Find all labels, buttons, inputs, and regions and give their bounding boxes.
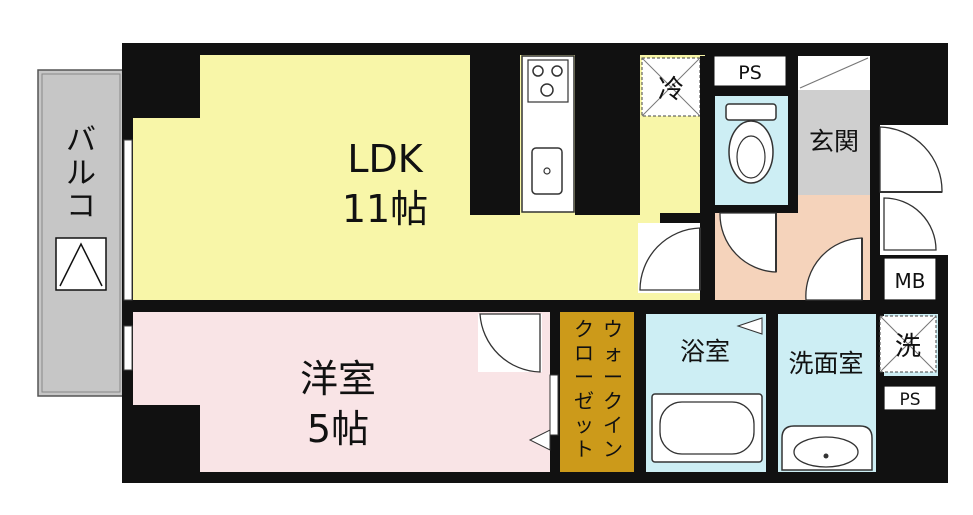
fridge-label: 冷 <box>658 75 684 105</box>
washing-machine-icon <box>879 315 937 373</box>
balcony-area <box>37 69 125 397</box>
wall-bath-wash <box>766 312 778 472</box>
closet-col2-char2: ロ <box>574 341 594 365</box>
closet-col1-char4: ク <box>603 389 623 413</box>
balcony-char-3: コ <box>66 189 96 224</box>
wall-bath-top <box>634 300 880 314</box>
kitchen-counter <box>521 55 575 213</box>
closet-col2-char5: ッ <box>574 413 594 437</box>
window-western <box>123 325 133 371</box>
evacuation-hatch-icon <box>55 237 107 291</box>
door-washroom <box>805 237 863 301</box>
wall-ldk-hall <box>700 56 712 312</box>
closet-col2-char4: ゼ <box>574 389 594 413</box>
closet-col2-char3: ー <box>574 365 594 389</box>
western-room-floor <box>133 312 550 472</box>
wash-basin-icon <box>781 425 873 471</box>
wall-toilet-bottom <box>712 205 798 213</box>
closet-col2-char1: ク <box>574 317 594 341</box>
balcony-inner <box>41 73 121 393</box>
wall-wash-right <box>876 312 884 472</box>
mb-label: MB <box>895 269 926 293</box>
ldk-size: 11帖 <box>342 187 428 231</box>
balcony-char-2: ル <box>66 156 96 191</box>
kitchen-sink-icon <box>531 147 563 195</box>
door-ldk-hall <box>638 223 701 293</box>
western-size: 5帖 <box>307 407 369 451</box>
window-ldk <box>123 139 133 301</box>
closet-col1-char1: ウ <box>603 317 623 341</box>
closet-col1-char6: ン <box>603 437 623 461</box>
entrance-floor <box>798 90 870 195</box>
entrance-name: 玄関 <box>809 127 859 156</box>
ps-top-label: PS <box>738 62 762 84</box>
kitchen-partition-2 <box>470 96 493 104</box>
entrance-step-diagonal <box>799 57 869 89</box>
bathtub-icon <box>651 393 763 463</box>
ps-bottom-label: PS <box>899 390 920 410</box>
door-western <box>478 313 542 373</box>
kitchen-partition <box>483 56 493 96</box>
wall-toilet-right <box>788 56 798 208</box>
door-mb <box>883 197 937 251</box>
ldk-name: LDK <box>347 137 423 181</box>
washroom-name: 洗面室 <box>788 349 863 378</box>
wall-entrance-right <box>870 56 880 312</box>
walk-in-closet-floor <box>560 312 634 472</box>
bath-door-flap <box>736 317 763 335</box>
wall-hall-stub <box>660 213 712 223</box>
door-toilet <box>719 212 777 273</box>
washer-label: 洗 <box>895 332 921 362</box>
wall-ldk-western <box>133 300 705 312</box>
closet-door-flap <box>528 429 551 451</box>
closet-col1-char2: ォ <box>603 341 623 365</box>
closet-door <box>549 374 559 436</box>
closet-col1-char5: イ <box>603 413 623 437</box>
balcony-char-1: バ <box>66 123 96 158</box>
closet-col1-char3: ー <box>603 365 623 389</box>
door-entrance <box>879 126 943 193</box>
bath-name: 浴室 <box>680 337 730 366</box>
closet-col2-char6: ト <box>574 437 594 461</box>
mb-box <box>883 257 937 301</box>
walk-in-closet-label: ウ ォ ー ク イ ン ク ロ ー ゼ ッ ト <box>574 317 623 461</box>
refrigerator-icon <box>641 57 701 117</box>
ps-top-box <box>713 55 787 87</box>
toilet-icon <box>725 103 777 184</box>
western-name: 洋室 <box>300 357 376 401</box>
wall-closet-right <box>634 312 646 472</box>
